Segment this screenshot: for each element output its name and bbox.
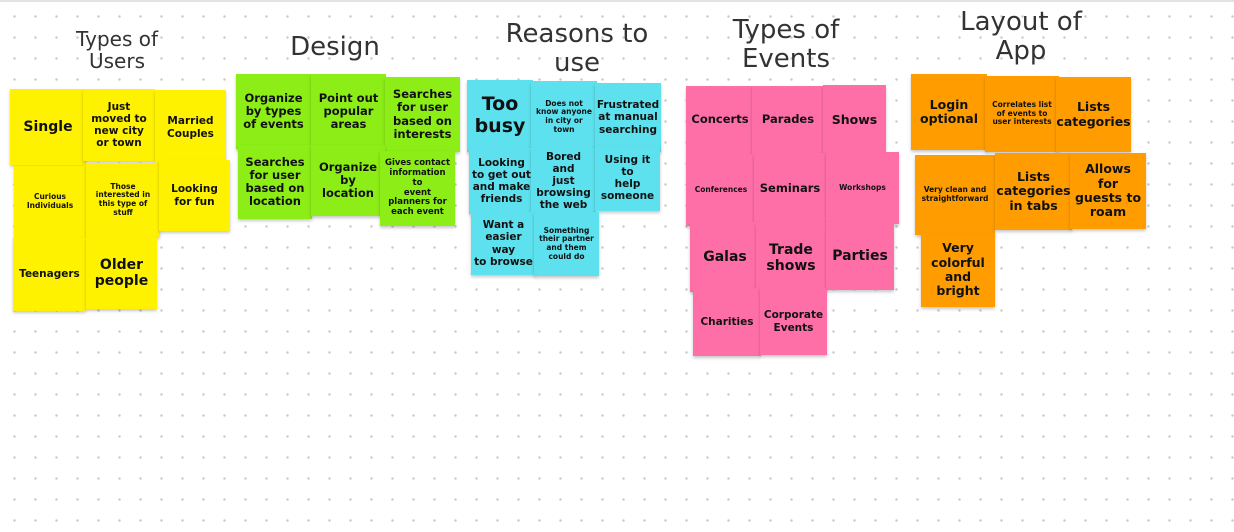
- sticky-note-parades[interactable]: Parades: [752, 86, 824, 154]
- sticky-note-bored-browsing[interactable]: Bored and just browsing the web: [531, 148, 596, 214]
- sticky-note-point-out-popular[interactable]: Point out popular areas: [311, 74, 386, 149]
- sticky-note-too-busy[interactable]: Too busy: [467, 80, 533, 152]
- sticky-note-concerts[interactable]: Concerts: [686, 86, 754, 154]
- sticky-note-just-moved[interactable]: Just moved to new city or town: [83, 89, 155, 161]
- sticky-note-galas[interactable]: Galas: [690, 222, 760, 292]
- sticky-note-frustrated[interactable]: Frustrated at manual searching: [595, 83, 661, 152]
- sticky-note-corporate-events[interactable]: Corporate Events: [760, 288, 827, 355]
- sticky-note-very-clean[interactable]: Very clean and straightforward: [915, 155, 995, 235]
- sticky-note-help-someone[interactable]: Using it to help someone: [595, 145, 660, 211]
- sticky-note-teenagers[interactable]: Teenagers: [13, 238, 86, 311]
- heading-design[interactable]: Design: [290, 32, 380, 62]
- sticky-note-searches-interests[interactable]: Searches for user based on interests: [385, 77, 460, 152]
- sticky-note-looking-for-fun[interactable]: Looking for fun: [159, 160, 230, 231]
- sticky-note-conferences[interactable]: Conferences: [686, 154, 756, 226]
- sticky-note-trade-shows[interactable]: Trade shows: [756, 223, 826, 293]
- sticky-note-seminars[interactable]: Seminars: [754, 153, 826, 225]
- heading-types-of-events[interactable]: Types of Events: [732, 15, 840, 74]
- sticky-note-older-people[interactable]: Older people: [86, 237, 157, 309]
- heading-layout-of-app[interactable]: Layout of App: [960, 7, 1082, 66]
- sticky-note-very-colorful[interactable]: Very colorful and bright: [921, 233, 995, 307]
- sticky-note-correlates-list[interactable]: Correlates list of events to user intere…: [985, 76, 1059, 152]
- sticky-note-curious-individuals[interactable]: Curious Individuals: [14, 166, 86, 238]
- sticky-note-organize-by-types[interactable]: Organize by types of events: [236, 74, 311, 149]
- sticky-note-categories-in-tabs[interactable]: Lists categories in tabs: [995, 153, 1072, 230]
- sticky-note-organize-by-location[interactable]: Organize by location: [311, 145, 385, 216]
- sticky-note-those-interested[interactable]: Those interested in this type of stuff: [86, 163, 160, 237]
- canvas-top-border: [0, 0, 1234, 2]
- sticky-note-contact-information[interactable]: Gives contact information to event plann…: [380, 151, 455, 226]
- sticky-note-searches-location[interactable]: Searches for user based on location: [238, 145, 312, 219]
- heading-types-of-users[interactable]: Types of Users: [76, 27, 158, 73]
- sticky-note-charities[interactable]: Charities: [693, 288, 761, 356]
- sticky-note-parties[interactable]: Parties: [826, 222, 894, 290]
- sticky-note-does-not-know-anyone[interactable]: Does not know anyone in city or town: [531, 81, 597, 153]
- sticky-note-login-optional[interactable]: Login optional: [911, 74, 987, 150]
- sticky-note-shows[interactable]: Shows: [823, 85, 886, 155]
- sticky-note-single[interactable]: Single: [10, 89, 86, 165]
- sticky-note-get-out-make-friends[interactable]: Looking to get out and make friends: [469, 148, 534, 214]
- sticky-note-workshops[interactable]: Workshops: [826, 152, 899, 224]
- sticky-note-lists-categories[interactable]: Lists categories: [1056, 77, 1131, 152]
- heading-reasons-to-use[interactable]: Reasons to use: [505, 19, 649, 78]
- sticky-note-guests-to-roam[interactable]: Allows for guests to roam: [1070, 153, 1146, 229]
- sticky-note-partner[interactable]: Something their partner and them could d…: [534, 212, 599, 276]
- sticky-note-married-couples[interactable]: Married Couples: [155, 90, 226, 165]
- sticky-note-easier-way[interactable]: Want a easier way to browse: [471, 212, 536, 275]
